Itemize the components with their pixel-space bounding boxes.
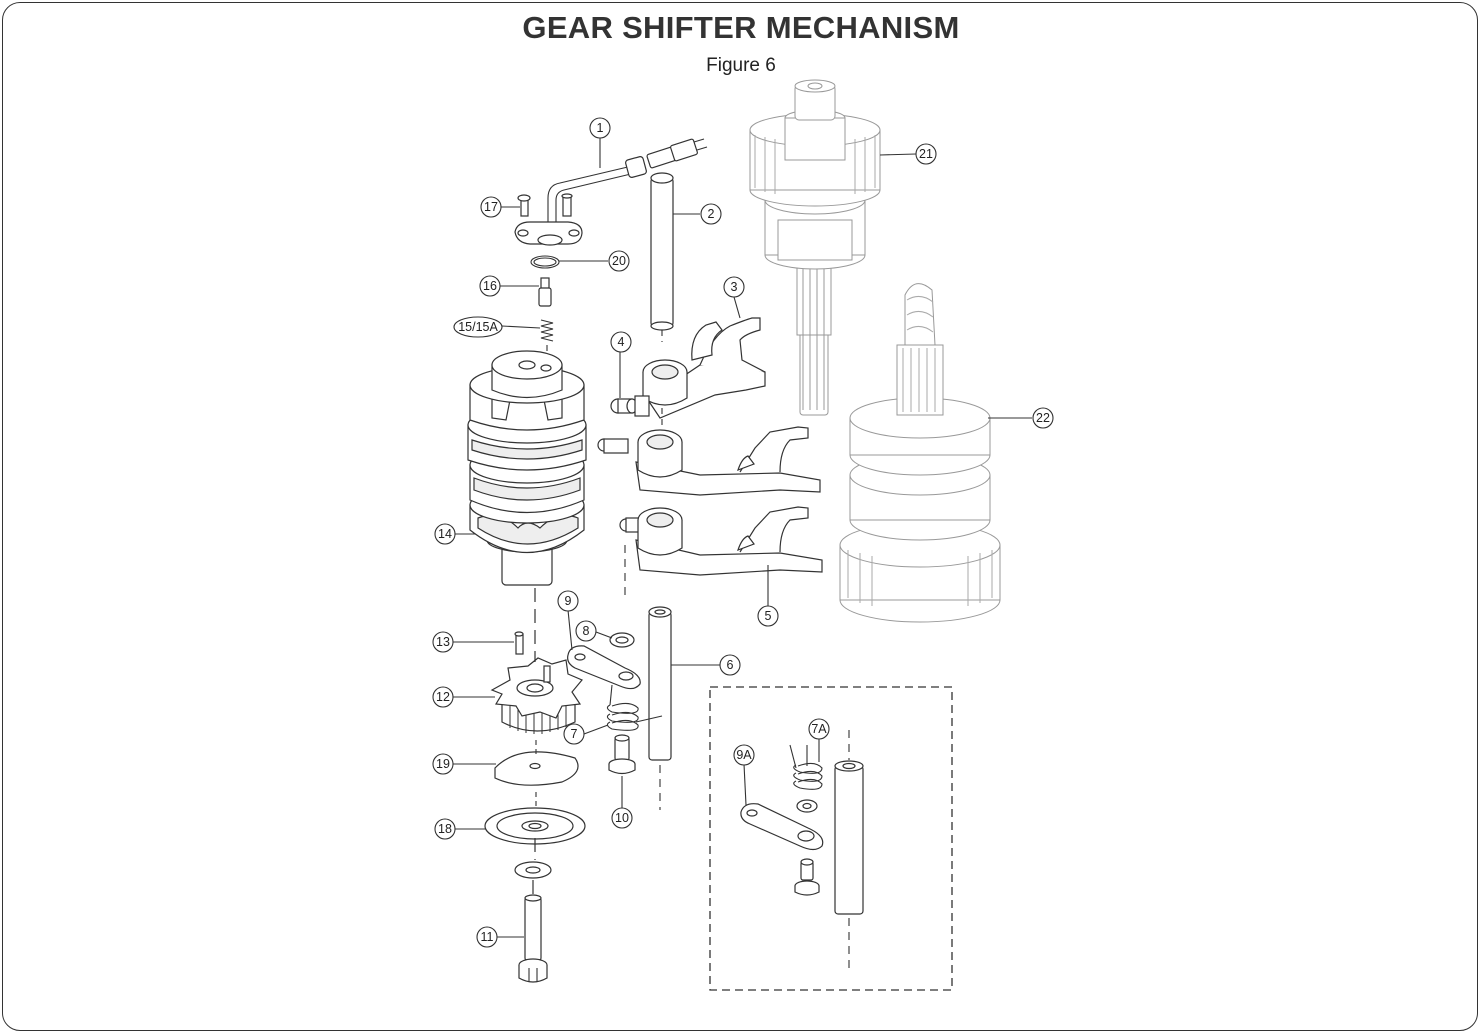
svg-text:7A: 7A bbox=[811, 722, 827, 736]
callout-3: 3 bbox=[723, 276, 745, 298]
svg-text:19: 19 bbox=[436, 757, 450, 771]
svg-text:6: 6 bbox=[727, 658, 734, 672]
svg-text:1: 1 bbox=[597, 121, 604, 135]
callout-19: 19 bbox=[432, 753, 454, 775]
callout-13: 13 bbox=[432, 631, 454, 653]
callout-1: 1 bbox=[589, 117, 611, 139]
svg-text:15/15A: 15/15A bbox=[458, 320, 498, 334]
alternate-parts-inset bbox=[709, 686, 953, 991]
callout-15-15A: 15/15A bbox=[453, 316, 503, 338]
part-13-dowel-pin bbox=[514, 631, 524, 655]
part-14-shift-drum bbox=[467, 350, 587, 586]
callout-9A: 9A bbox=[733, 744, 755, 766]
callout-5: 5 bbox=[757, 605, 779, 627]
callout-11: 11 bbox=[476, 926, 498, 948]
part-5-shift-forks bbox=[597, 426, 823, 600]
svg-text:12: 12 bbox=[436, 690, 450, 704]
callout-6: 6 bbox=[719, 654, 741, 676]
svg-text:9A: 9A bbox=[736, 748, 752, 762]
svg-text:5: 5 bbox=[765, 609, 772, 623]
part-10-pivot-bolt bbox=[608, 734, 636, 775]
svg-text:8: 8 bbox=[583, 624, 590, 638]
svg-text:13: 13 bbox=[436, 635, 450, 649]
callout-20: 20 bbox=[608, 250, 630, 272]
callout-7: 7 bbox=[563, 723, 585, 745]
svg-text:4: 4 bbox=[618, 335, 625, 349]
callout-22: 22 bbox=[1032, 407, 1054, 429]
part-22-countershaft bbox=[839, 283, 1001, 623]
washer-under-disc bbox=[514, 861, 552, 879]
svg-text:10: 10 bbox=[615, 811, 629, 825]
leader-lines bbox=[453, 137, 1032, 938]
svg-text:7: 7 bbox=[571, 727, 578, 741]
svg-text:20: 20 bbox=[612, 254, 626, 268]
part-19-cam-plate bbox=[494, 740, 579, 786]
svg-text:22: 22 bbox=[1036, 411, 1050, 425]
callout-9: 9 bbox=[557, 590, 579, 612]
svg-text:11: 11 bbox=[481, 930, 494, 944]
svg-text:3: 3 bbox=[731, 280, 738, 294]
svg-text:9: 9 bbox=[565, 594, 572, 608]
svg-text:16: 16 bbox=[483, 279, 497, 293]
part-1-selector-lever bbox=[514, 138, 708, 246]
svg-text:2: 2 bbox=[708, 207, 715, 221]
callout-8: 8 bbox=[575, 620, 597, 642]
part-8-washer bbox=[609, 632, 635, 648]
part-7-return-spring bbox=[606, 684, 663, 731]
part-4-fork-pin bbox=[610, 395, 650, 417]
part-9-shift-arm bbox=[567, 645, 641, 690]
figure-label: Figure 6 bbox=[706, 55, 776, 76]
callout-14: 14 bbox=[434, 523, 456, 545]
callout-16: 16 bbox=[479, 275, 501, 297]
part-11-bolt bbox=[518, 894, 548, 983]
callout-4: 4 bbox=[610, 331, 632, 353]
callout-21: 21 bbox=[915, 143, 937, 165]
svg-text:21: 21 bbox=[919, 147, 933, 161]
callout-18: 18 bbox=[434, 818, 456, 840]
svg-text:18: 18 bbox=[438, 822, 452, 836]
callout-10: 10 bbox=[611, 807, 633, 829]
part-6-fork-shaft bbox=[648, 606, 672, 810]
callout-17: 17 bbox=[480, 196, 502, 218]
part-12-star-cam bbox=[490, 657, 583, 734]
part-18-index-disc bbox=[484, 792, 586, 845]
part-16-detent-pin bbox=[538, 277, 552, 307]
callout-12: 12 bbox=[432, 686, 454, 708]
callout-7A: 7A bbox=[808, 718, 830, 740]
part-20-o-ring bbox=[530, 255, 560, 269]
part-2-fork-shaft bbox=[650, 172, 674, 331]
svg-text:17: 17 bbox=[484, 200, 498, 214]
page-title: GEAR SHIFTER MECHANISM bbox=[522, 10, 960, 45]
part-17-screw bbox=[517, 194, 531, 217]
part-3-shift-fork bbox=[642, 317, 766, 430]
part-21-mainshaft bbox=[749, 79, 881, 416]
callout-2: 2 bbox=[700, 203, 722, 225]
svg-text:14: 14 bbox=[438, 527, 452, 541]
